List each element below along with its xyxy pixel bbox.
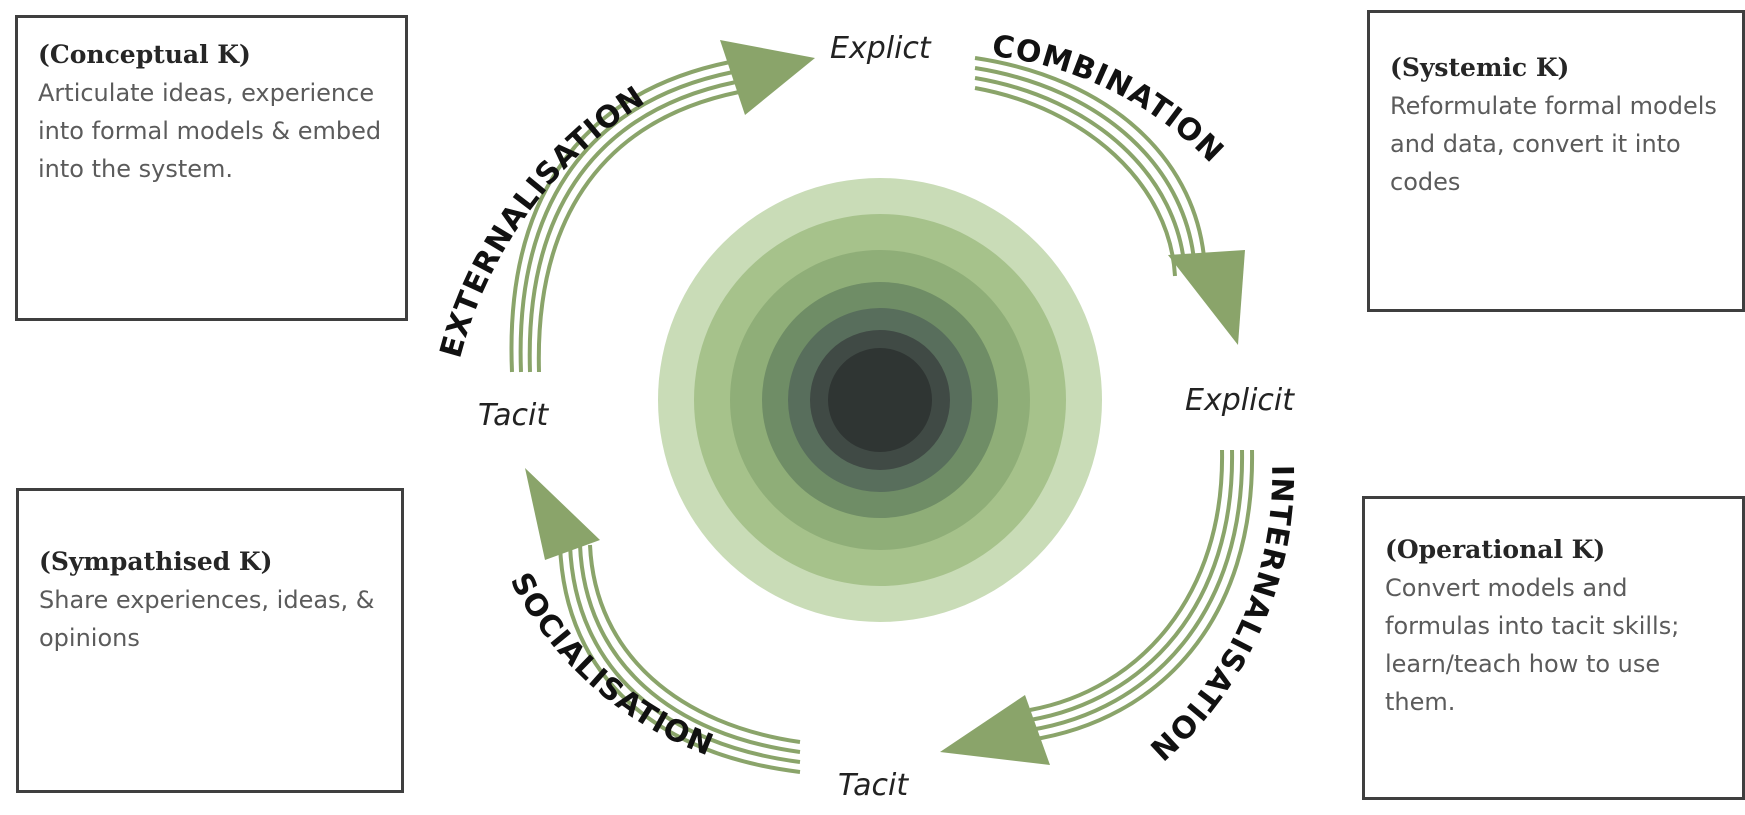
- operational-k-box: (Operational K) Convert models and formu…: [1362, 496, 1745, 800]
- externalisation-arrowhead: [720, 40, 815, 115]
- node-top-label: Explict: [830, 31, 932, 66]
- internalisation-arrowhead: [940, 695, 1050, 765]
- conceptual-k-title: (Conceptual K): [38, 40, 251, 69]
- sympathised-k-box: (Sympathised K) Share experiences, ideas…: [16, 488, 404, 793]
- combination-arrowhead: [1168, 250, 1245, 345]
- systemic-k-box: (Systemic K) Reformulate formal models a…: [1367, 10, 1745, 312]
- internalisation-label: INTERNALISATION: [1142, 465, 1298, 768]
- center-rings: [658, 178, 1102, 622]
- conceptual-k-body: Articulate ideas, experience into formal…: [38, 79, 382, 183]
- operational-k-body: Convert models and formulas into tacit s…: [1385, 574, 1680, 716]
- externalisation-arrow: [509, 40, 815, 373]
- svg-text:INTERNALISATION: INTERNALISATION: [1142, 465, 1299, 768]
- operational-k-title: (Operational K): [1385, 535, 1606, 564]
- ring-7: [828, 348, 932, 452]
- sympathised-k-title: (Sympathised K): [39, 547, 273, 576]
- socialisation-arrowhead: [525, 468, 600, 560]
- node-right-label: Explicit: [1185, 383, 1295, 418]
- node-left-label: Tacit: [478, 398, 549, 433]
- socialisation-arrow: [525, 468, 801, 774]
- systemic-k-body: Reformulate formal models and data, conv…: [1390, 92, 1717, 196]
- conceptual-k-box: (Conceptual K) Articulate ideas, experie…: [15, 15, 408, 321]
- internalisation-arrow: [940, 449, 1255, 765]
- sympathised-k-body: Share experiences, ideas, & opinions: [39, 586, 375, 652]
- node-bottom-label: Tacit: [838, 768, 909, 803]
- systemic-k-title: (Systemic K): [1390, 53, 1570, 82]
- combination-arrow: [974, 56, 1245, 345]
